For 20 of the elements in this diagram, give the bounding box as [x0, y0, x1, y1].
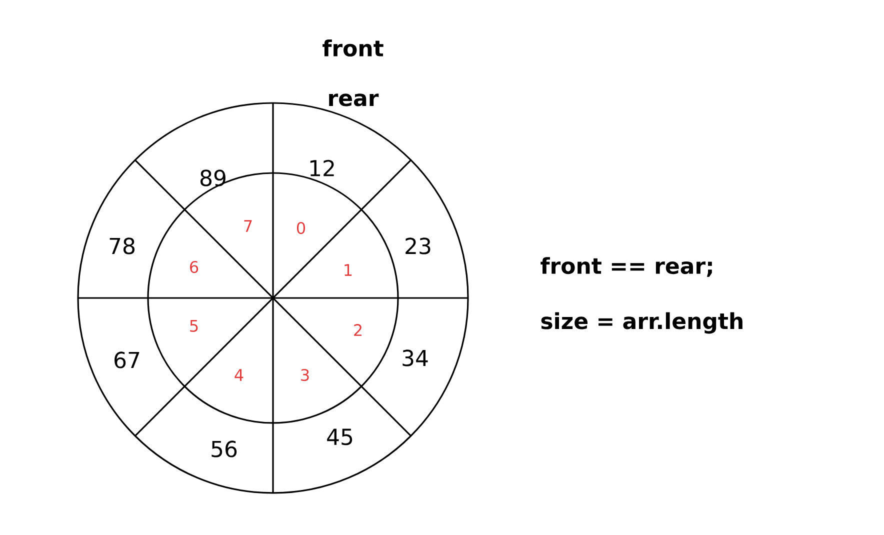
element-value: 56	[212, 440, 237, 458]
code-line: front == rear;	[540, 257, 712, 277]
element-value: 89	[200, 170, 226, 186]
pointer-label: front	[322, 39, 384, 56]
element-value: 45	[327, 428, 352, 446]
element-value: 12	[310, 160, 334, 176]
index-number: 5	[190, 320, 198, 332]
index-number: 1	[344, 264, 352, 276]
index-number: 3	[301, 368, 309, 382]
index-number: 6	[190, 260, 198, 274]
element-value: 67	[114, 352, 140, 368]
index-number: 4	[234, 369, 244, 381]
code-line: size = arr.length	[541, 312, 742, 334]
element-value: 23	[406, 238, 430, 254]
index-number: 2	[354, 324, 362, 336]
index-number: 0	[296, 222, 306, 234]
index-number: 7	[244, 220, 252, 232]
pointer-label: rear	[329, 94, 379, 106]
element-value: 78	[110, 238, 134, 254]
element-value: 34	[402, 350, 428, 366]
